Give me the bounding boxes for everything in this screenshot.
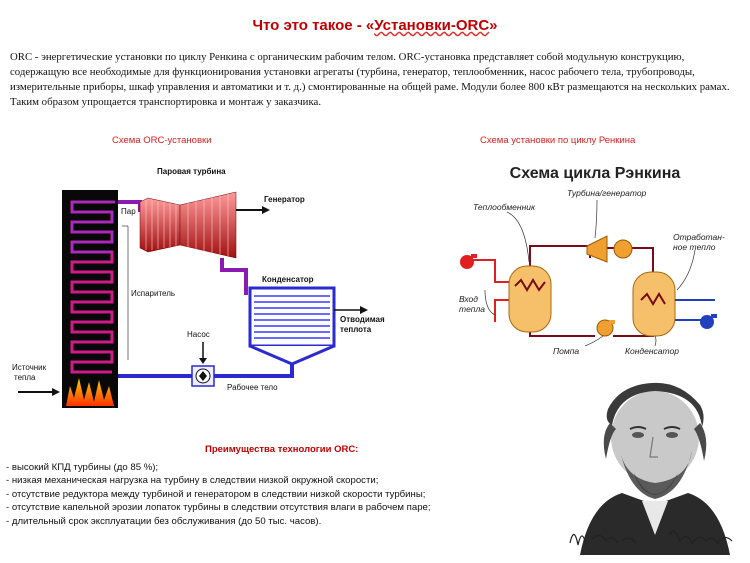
heat-source-label-line2: тепла bbox=[14, 373, 36, 382]
rankine-title: Схема цикла Рэнкина bbox=[510, 165, 681, 182]
generator-arrow-icon bbox=[262, 206, 270, 214]
feed-pump-icon bbox=[596, 319, 615, 337]
heat-source-arrow-icon bbox=[52, 388, 60, 396]
rankine-scheme-diagram: Схема цикла Рэнкина bbox=[459, 165, 725, 356]
cooling-pump-icon bbox=[700, 314, 717, 329]
heat-out-label-line1: Отводимая bbox=[340, 315, 385, 324]
rankine-portrait bbox=[560, 375, 745, 555]
waste-heat-label-line1: Отработан- bbox=[673, 232, 725, 242]
heat-out-label-line2: теплота bbox=[340, 325, 372, 334]
condenser-vessel bbox=[632, 271, 676, 337]
pump-label: Насос bbox=[187, 330, 210, 339]
condenser-label: Конденсатор bbox=[262, 275, 314, 284]
turbine-label: Паровая турбина bbox=[157, 167, 226, 176]
heat-out-arrow-icon bbox=[360, 306, 368, 314]
list-item: - отсутствие редуктора между турбиной и … bbox=[6, 488, 426, 500]
waste-heat-label-line2: ное тепло bbox=[673, 242, 716, 252]
turbine-generator-label: Турбина/генератор bbox=[567, 188, 647, 198]
heat-exchanger-label: Теплообменник bbox=[473, 202, 536, 212]
signature-icon bbox=[569, 530, 733, 546]
evaporator-label: Испаритель bbox=[131, 289, 175, 298]
pump-arrow-icon bbox=[199, 358, 207, 364]
list-item: - высокий КПД турбины (до 85 %); bbox=[6, 462, 159, 473]
heat-in-pump-icon bbox=[460, 254, 477, 269]
list-item: - низкая механическая нагрузка на турбин… bbox=[6, 475, 379, 487]
working-fluid-label: Рабочее тело bbox=[227, 383, 278, 392]
heat-in-label-line2: тепла bbox=[459, 304, 485, 314]
condenser-label: Конденсатор bbox=[625, 346, 679, 356]
heat-source-label-line1: Источник bbox=[12, 363, 47, 372]
rankine-scheme-caption: Схема установки по циклу Ренкина bbox=[480, 135, 636, 146]
generator-label: Генератор bbox=[264, 195, 305, 204]
pump-icon bbox=[191, 365, 215, 387]
advantages-list: - высокий КПД турбины (до 85 %); - низка… bbox=[6, 461, 431, 528]
intro-paragraph: ORC - энергетические установки по циклу … bbox=[10, 51, 730, 108]
page-title: Что это такое - «Установки-ORC» bbox=[252, 17, 498, 34]
heat-exchanger-vessel bbox=[508, 265, 552, 333]
advantages-title: Преимущества технологии ORC: bbox=[205, 444, 359, 455]
turbine-generator-icon bbox=[586, 235, 633, 263]
title-highlight: Установки-ORC bbox=[374, 17, 490, 34]
feed-pump-label: Помпа bbox=[553, 346, 579, 356]
condenser bbox=[248, 286, 336, 366]
heat-in-label-line1: Вход bbox=[459, 294, 478, 304]
list-item: - длительный срок эксплуатации без обслу… bbox=[6, 515, 322, 527]
orc-scheme-caption: Схема ORC-установки bbox=[112, 135, 212, 146]
list-item: - отсутствие капельной эрозии лопаток ту… bbox=[6, 502, 431, 514]
steam-label: Пар bbox=[121, 207, 136, 216]
fire-icon bbox=[66, 378, 114, 406]
orc-scheme-diagram: Паровая турбина Генератор Пар Испаритель… bbox=[12, 167, 385, 408]
